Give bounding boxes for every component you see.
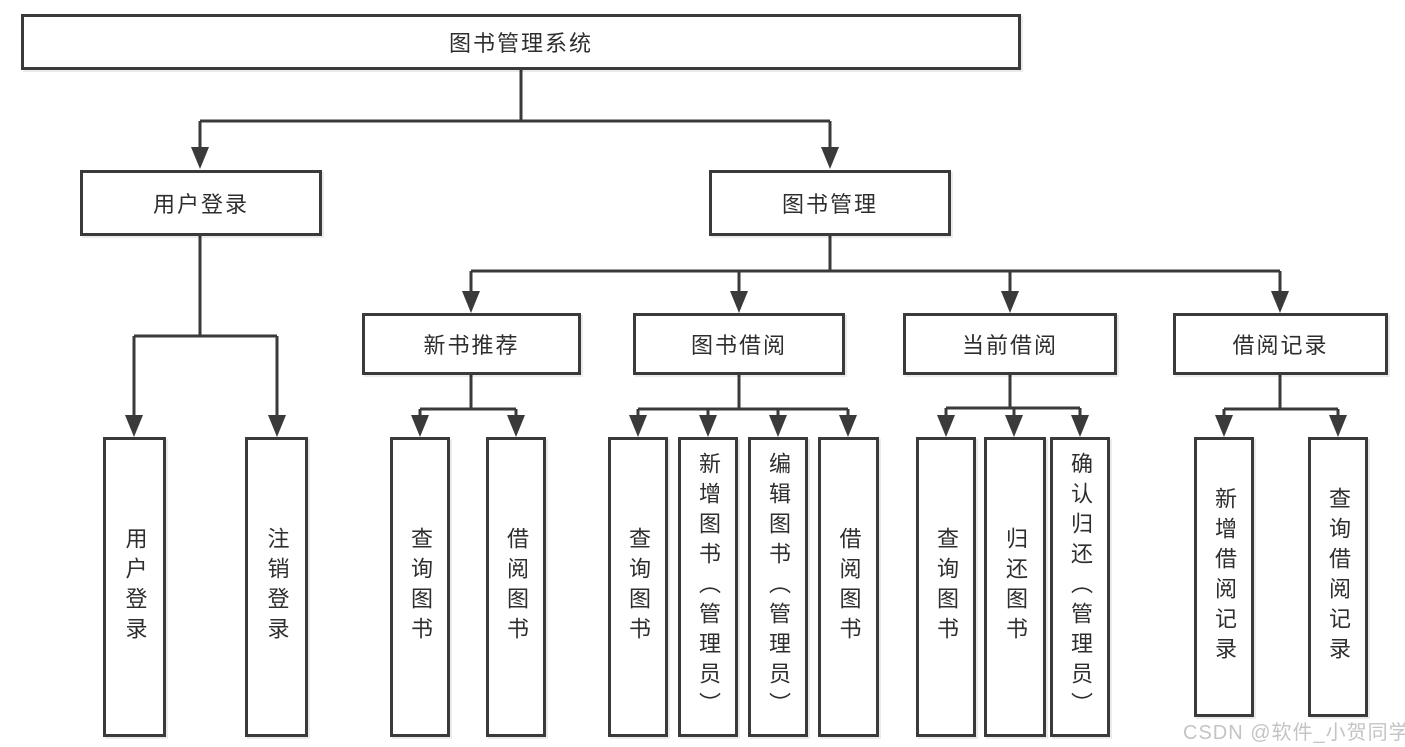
node-book-management-label: 图书管理 (781, 192, 878, 217)
leaf-cb-confirm-return: 确认归还（管理员） (1050, 437, 1110, 737)
leaf-cb-query-books-label: 查询图书 (934, 527, 959, 647)
node-new-book-recommend-label: 新书推荐 (423, 333, 520, 358)
connector-lines (418, 375, 518, 417)
connector-root-to-children (191, 70, 839, 169)
connector-lines (469, 236, 1282, 293)
node-book-management: 图书管理 (709, 170, 951, 236)
connector-user-login-to-children (125, 236, 286, 437)
leaf-br-add-record: 新增借阅记录 (1194, 437, 1254, 717)
leaf-user-login-label: 用户登录 (122, 527, 148, 647)
connector-current-borrowing-to-children (937, 375, 1089, 437)
arrowhead-down-icon (411, 415, 525, 437)
node-current-borrowing: 当前借阅 (903, 313, 1117, 375)
arrowhead-down-icon (191, 147, 839, 169)
node-library-management-system-label: 图书管理系统 (448, 31, 593, 56)
node-user-login: 用户登录 (80, 170, 322, 236)
node-library-management-system: 图书管理系统 (21, 14, 1021, 70)
connector-book-borrowing-to-children (629, 375, 857, 437)
leaf-br-query-record-label: 查询借阅记录 (1326, 487, 1351, 667)
leaf-bb-add-books-label: 新增图书（管理员） (696, 452, 721, 722)
leaf-bb-edit-books: 编辑图书（管理员） (748, 437, 808, 737)
connector-lines (198, 70, 832, 150)
node-current-borrowing-label: 当前借阅 (961, 333, 1058, 358)
connector-lines (636, 375, 850, 417)
node-book-borrowing-label: 图书借阅 (690, 333, 787, 358)
leaf-nbr-query-books: 查询图书 (390, 437, 450, 737)
leaf-logout: 注销登录 (245, 437, 308, 737)
leaf-cb-return-books: 归还图书 (984, 437, 1046, 737)
node-borrowing-records: 借阅记录 (1173, 313, 1388, 375)
node-user-login-label: 用户登录 (152, 192, 249, 217)
leaf-cb-return-books-label: 归还图书 (1003, 527, 1028, 647)
connector-lines (944, 375, 1082, 417)
node-book-borrowing: 图书借阅 (633, 313, 845, 375)
leaf-user-login: 用户登录 (103, 437, 166, 737)
leaf-bb-add-books: 新增图书（管理员） (678, 437, 738, 737)
arrowhead-down-icon (462, 291, 1289, 313)
connector-new-book-recommend-to-children (411, 375, 525, 437)
leaf-cb-confirm-return-label: 确认归还（管理员） (1068, 452, 1093, 722)
connector-lines (1222, 375, 1340, 417)
arrowhead-down-icon (629, 415, 857, 437)
leaf-nbr-borrow-books: 借阅图书 (486, 437, 546, 737)
leaf-nbr-query-books-label: 查询图书 (408, 527, 433, 647)
connector-lines (132, 236, 279, 416)
node-borrowing-records-label: 借阅记录 (1232, 333, 1329, 358)
leaf-logout-label: 注销登录 (264, 527, 290, 647)
node-new-book-recommend: 新书推荐 (362, 313, 581, 375)
connector-book-management-to-children (462, 236, 1289, 313)
leaf-nbr-borrow-books-label: 借阅图书 (504, 527, 529, 647)
leaf-cb-query-books: 查询图书 (916, 437, 976, 737)
leaf-br-add-record-label: 新增借阅记录 (1212, 487, 1237, 667)
arrowhead-down-icon (937, 415, 1089, 437)
arrowhead-down-icon (1215, 415, 1347, 437)
leaf-bb-query-books: 查询图书 (608, 437, 668, 737)
leaf-bb-borrow-books-label: 借阅图书 (836, 527, 862, 647)
leaf-bb-query-books-label: 查询图书 (626, 527, 651, 647)
leaf-bb-edit-books-label: 编辑图书（管理员） (766, 452, 791, 722)
leaf-br-query-record: 查询借阅记录 (1308, 437, 1368, 717)
connector-borrowing-records-to-children (1215, 375, 1347, 437)
arrowhead-down-icon (125, 415, 286, 437)
leaf-bb-borrow-books: 借阅图书 (818, 437, 879, 737)
watermark: CSDN @软件_小贺同学 (1183, 722, 1405, 744)
